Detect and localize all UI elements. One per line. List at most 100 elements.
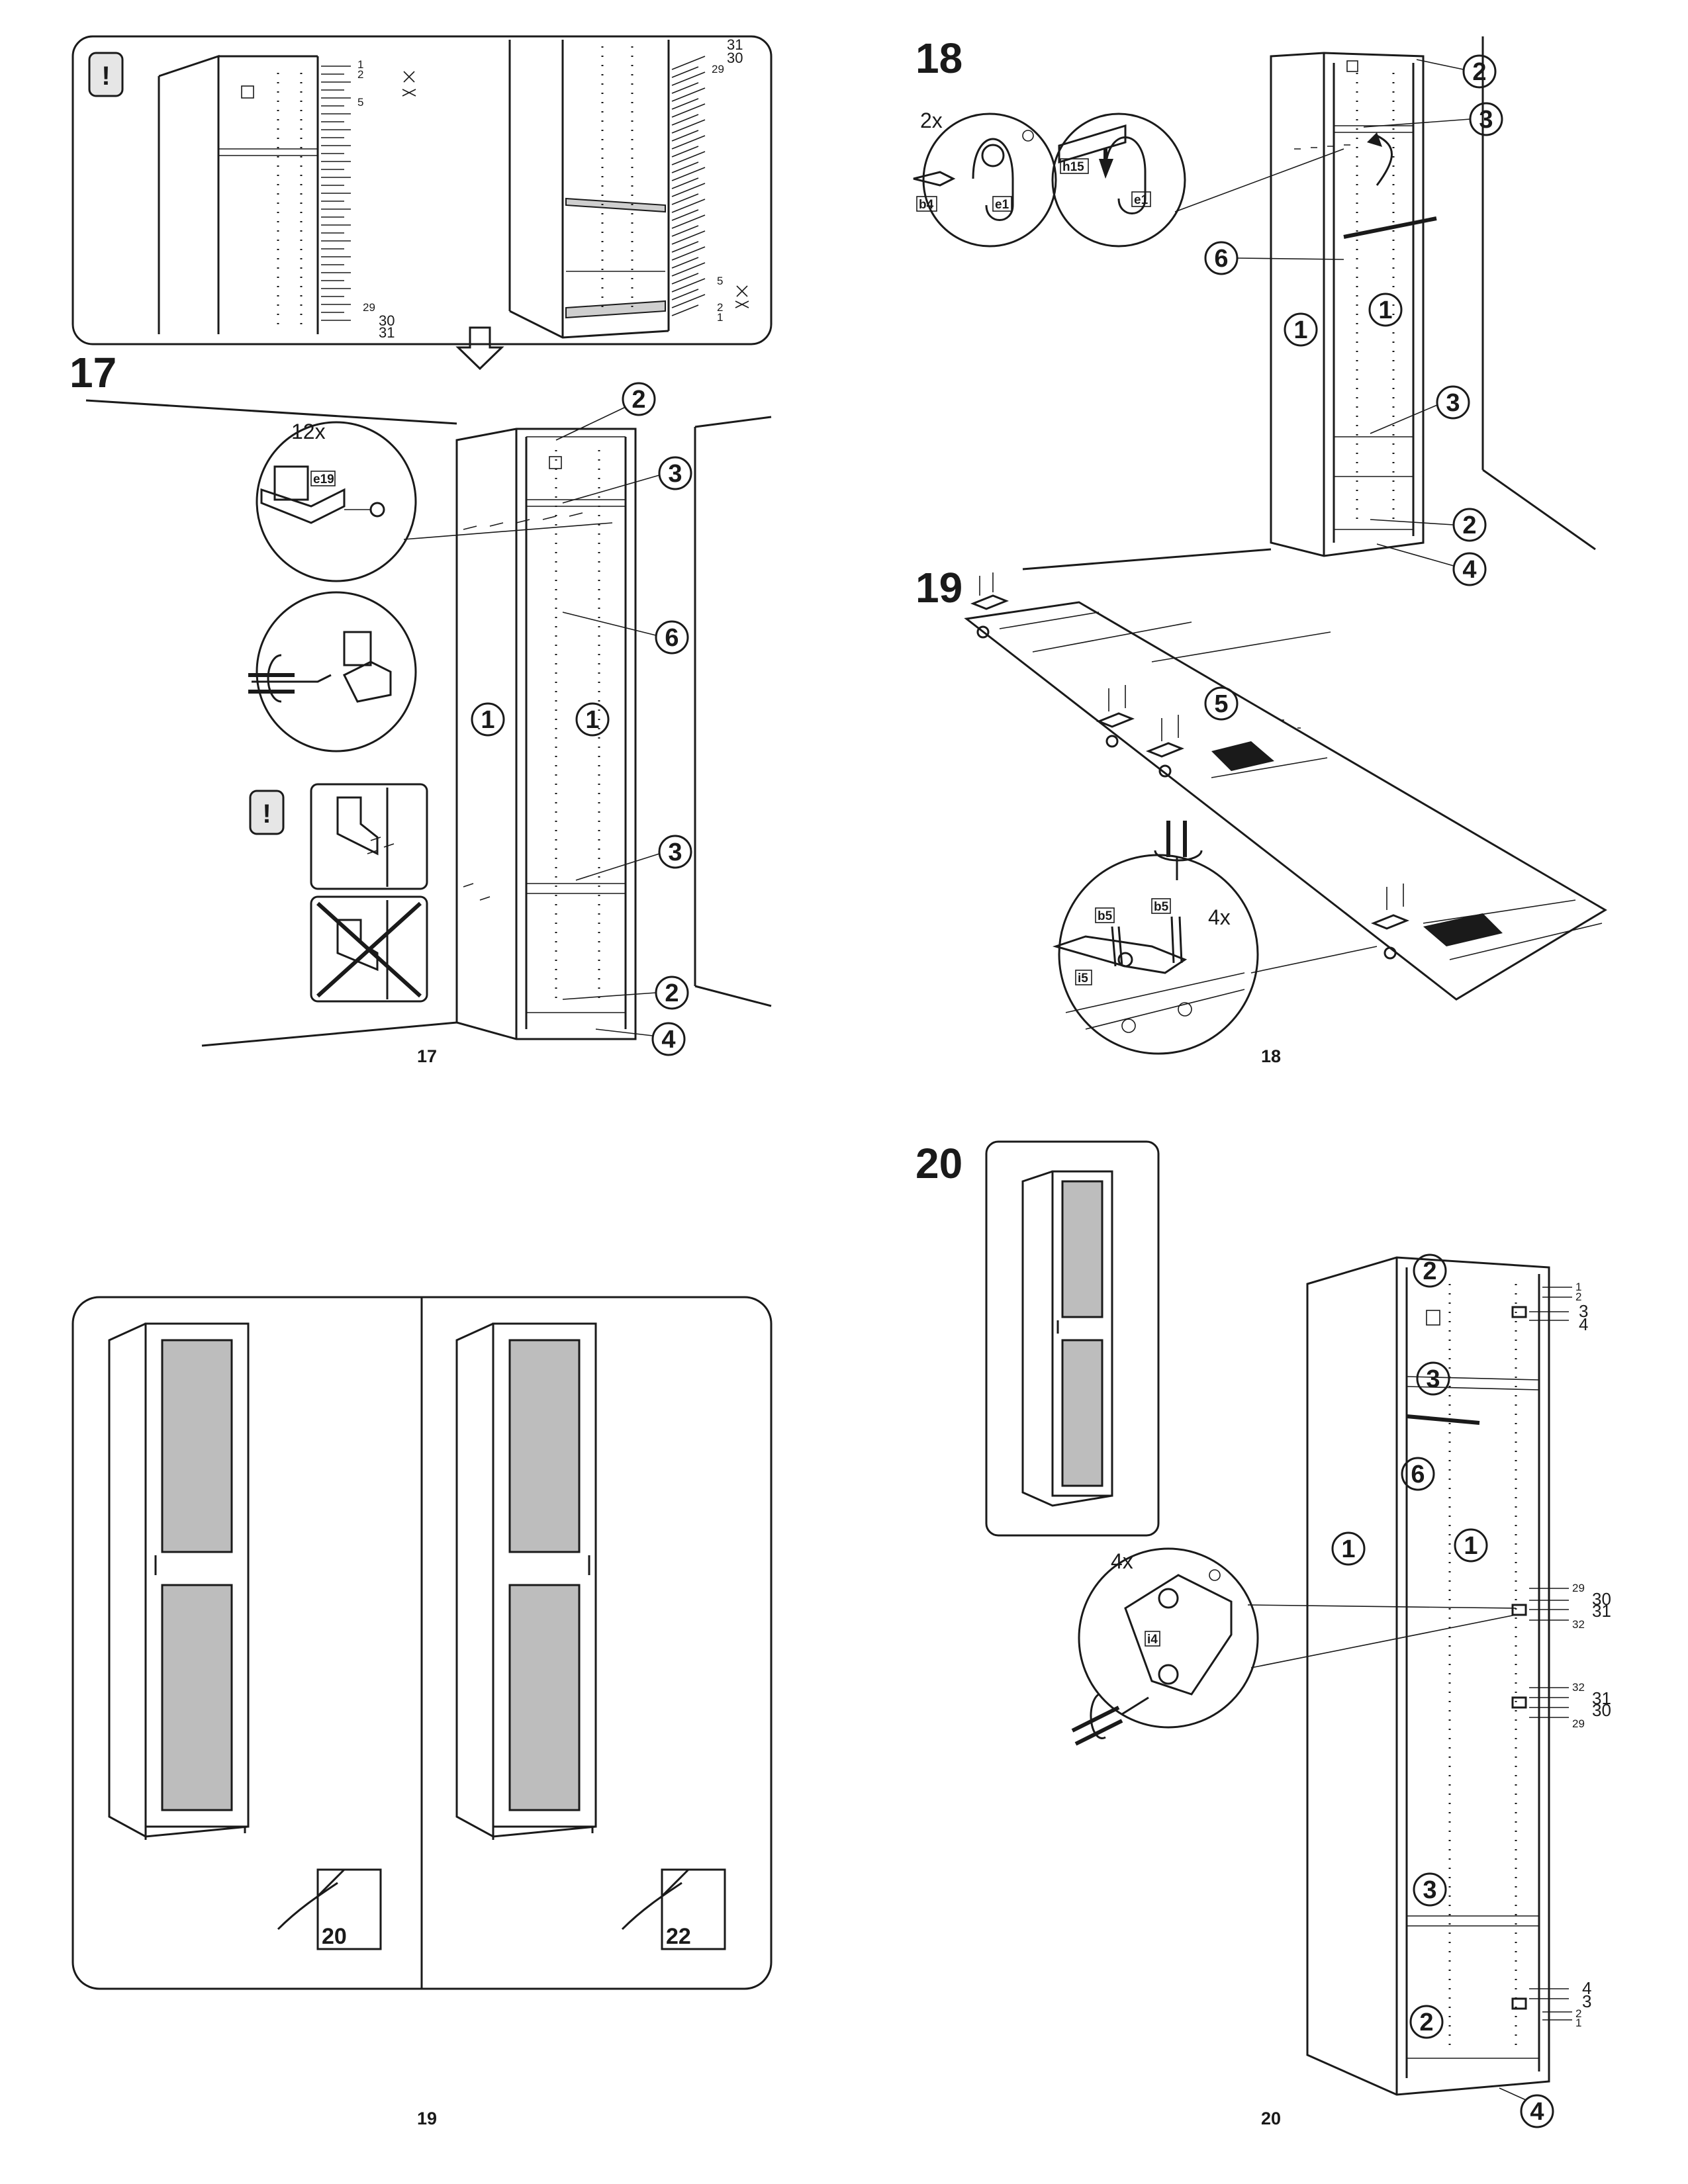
screwdriver-detail [248,591,417,752]
svg-text:5: 5 [1214,690,1228,718]
assembled-preview [985,1140,1160,1537]
step-17: 17 2 3 [70,349,772,1066]
svg-text:4: 4 [1582,1978,1591,1998]
part-callout-4-s20: 4 [1499,2087,1554,2128]
svg-text:2: 2 [632,386,645,414]
svg-text:1: 1 [1464,1532,1477,1560]
svg-text:32: 32 [1572,1618,1585,1631]
svg-text:2: 2 [1575,2007,1581,2020]
correct-orientation-box [310,783,428,890]
svg-text:1: 1 [585,706,599,734]
see-page-22-reference[interactable]: 22 [621,1868,726,1950]
svg-text:30: 30 [1592,1589,1611,1609]
rod-bracket-detail: 2x b4 e1 h15 e1 [913,109,1344,248]
part-callout-1-s18a: 1 [1284,312,1318,347]
part-callout-4: 4 [595,1022,686,1056]
svg-text:31: 31 [727,36,743,53]
part-callout-1-s20a: 1 [1331,1531,1366,1566]
svg-text:6: 6 [1411,1461,1425,1488]
cabinet-step18 [1270,52,1437,557]
svg-text:18: 18 [915,34,962,82]
svg-text:29: 29 [712,63,724,75]
svg-text:19: 19 [417,2109,437,2128]
svg-text:20: 20 [322,1924,347,1949]
warning-icon: ! [88,52,124,97]
hinge-mount-detail: 4x b5 b5 i5 [1052,854,1378,1055]
mounting-plate-detail: 4x i4 [1071,1547,1517,1746]
part-callout-5: 5 [1204,686,1239,721]
svg-text:30: 30 [1592,1700,1611,1720]
door-panel-step19 [964,572,1607,1001]
svg-text:2: 2 [1472,58,1486,86]
part-callout-2: 2 [555,382,656,441]
hole-position-hint-panel: ! 1 2 5 29 30 31 [71,35,773,345]
see-page-20-reference[interactable]: 20 [277,1868,382,1950]
shelf-support-detail: 12x e19 [256,420,613,582]
step-20: 20 1 [915,1140,1611,2128]
svg-text:e19: e19 [313,473,334,486]
svg-text:17: 17 [70,349,117,396]
svg-text:31: 31 [379,324,395,341]
step-19: 19 5 [915,564,1607,1066]
svg-text:20: 20 [915,1140,962,1187]
svg-text:30: 30 [727,50,743,66]
svg-text:i5: i5 [1078,972,1088,985]
svg-text:2: 2 [1462,512,1476,539]
svg-text:1: 1 [1341,1535,1355,1563]
part-callout-2-s20b: 2 [1409,2005,1444,2039]
svg-text:17: 17 [417,1046,437,1066]
svg-text:22: 22 [666,1924,691,1949]
svg-text:6: 6 [1214,245,1228,273]
svg-text:i4: i4 [1147,1633,1158,1647]
svg-text:b4: b4 [919,198,934,212]
svg-text:5: 5 [717,275,723,287]
svg-text:3: 3 [1446,389,1460,417]
svg-text:3: 3 [1579,1301,1588,1321]
cabinet-step20: 1 2 3 4 29 30 31 32 32 31 30 29 4 3 2 1 [1306,1256,1611,2096]
svg-text:30: 30 [379,312,395,329]
cabinet-sketch-left: 1 2 5 29 30 31 [158,54,416,341]
svg-text:4: 4 [1462,556,1476,584]
svg-text:20: 20 [1261,2109,1281,2128]
hole-ruler-right [671,56,706,316]
part-callout-1-s20b: 1 [1454,1528,1488,1563]
screwdriver-icon-step19 [1154,821,1203,880]
svg-text:4x: 4x [1111,1549,1133,1573]
svg-text:29: 29 [1572,1717,1585,1730]
svg-text:32: 32 [1572,1681,1585,1694]
warning-icon-step17: ! [249,790,285,835]
svg-text:e1: e1 [1134,193,1149,207]
part-callout-3: 3 [562,456,692,504]
svg-text:h15: h15 [1062,160,1084,174]
svg-text:6: 6 [665,624,679,652]
part-callout-1a: 1 [471,702,505,737]
part-callout-6: 6 [562,612,689,655]
down-arrow-icon [455,326,504,371]
part-callout-3-s18b: 3 [1370,385,1470,434]
svg-text:!: ! [262,799,271,829]
svg-text:1: 1 [481,706,494,734]
part-callout-3b: 3 [575,835,692,881]
wrong-orientation-box [310,895,428,1003]
wardrobe-right-handle-option [455,1322,597,1840]
svg-text:b5: b5 [1154,900,1169,914]
part-callout-3-s20: 3 [1416,1361,1450,1396]
svg-text:2: 2 [1423,1257,1436,1285]
svg-text:1: 1 [1378,296,1392,324]
door-choice-panel: 20 22 19 [71,1296,773,2128]
cabinet-sketch-right: 31 30 29 5 2 1 [508,36,749,339]
svg-text:1: 1 [1293,316,1307,344]
svg-text:12x: 12x [291,420,326,443]
svg-text:31: 31 [1592,1688,1611,1708]
svg-text:4: 4 [661,1026,675,1054]
svg-text:1: 1 [357,58,363,71]
hole-ruler-left [321,66,351,321]
svg-text:2: 2 [665,979,679,1007]
wardrobe-left-handle-option [108,1322,250,1840]
svg-text:4: 4 [1530,2098,1544,2126]
part-callout-1-s18b: 1 [1368,293,1403,327]
svg-text:b5: b5 [1098,909,1113,923]
part-callout-3-s20b: 3 [1413,1872,1447,1907]
svg-text:19: 19 [915,564,962,612]
